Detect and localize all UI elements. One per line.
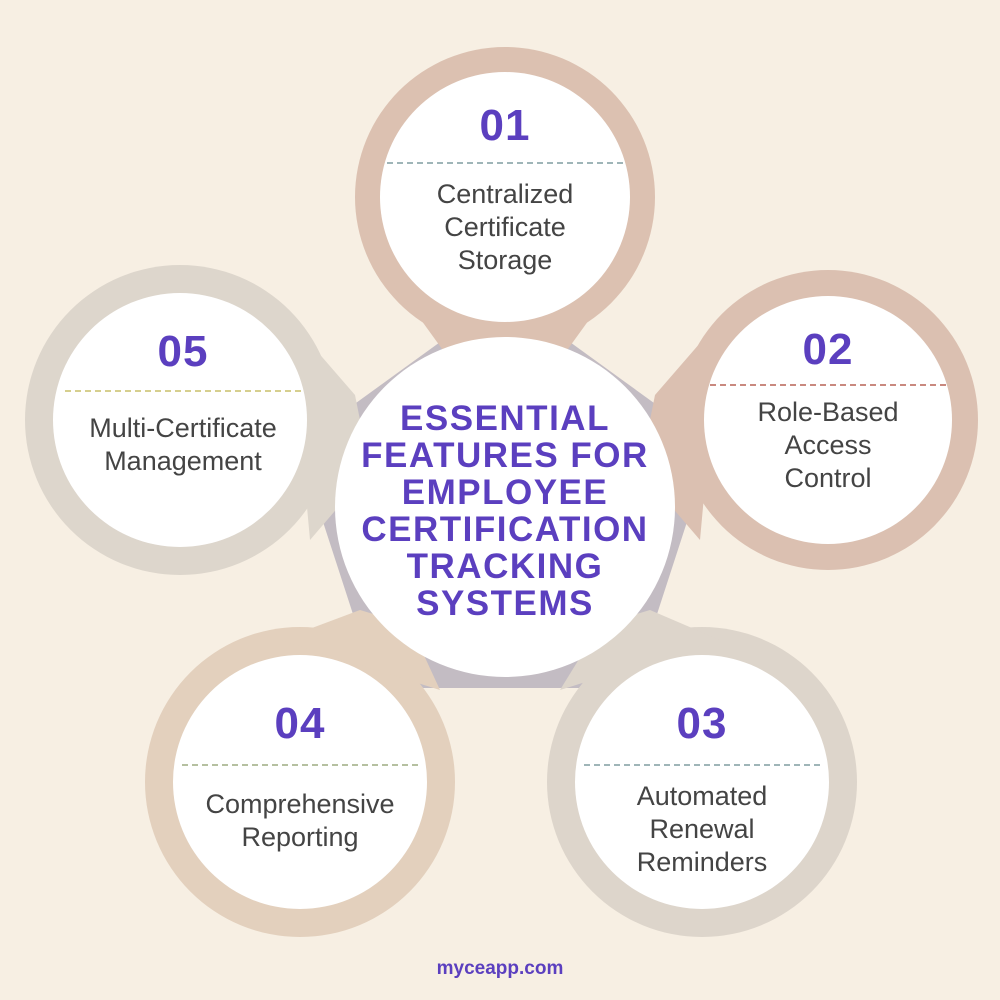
feature-05: 05 Multi-Certificate Management [58,330,308,478]
center-disc [335,337,675,677]
feature-number: 01 [479,101,531,150]
feature-label: Comprehensive Reporting [205,788,394,854]
dashed-separator [182,764,418,766]
petal-disc-05 [53,293,307,547]
title-line: SYSTEMS [416,584,594,623]
label-line: Automated [636,781,768,811]
footer-website-link[interactable]: myceapp.com [436,958,564,979]
title-line: FEATURES FOR [361,436,649,475]
label-line: Control [784,463,872,493]
label-line: Management [104,446,262,476]
dashed-separator [65,390,301,392]
feature-01: 01 Centralized Certificate Storage [385,104,625,277]
feature-label: Centralized Certificate Storage [437,178,574,277]
feature-02: 02 Role-Based Access Control [708,328,948,495]
feature-label: Role-Based Access Control [757,396,898,495]
label-line: Centralized [436,179,574,209]
label-line: Renewal [649,814,755,844]
label-line: Role-Based [757,397,899,427]
label-line: Access [784,430,872,460]
label-line: Comprehensive [205,789,395,819]
petal-disc-04 [173,655,427,909]
feature-label: Multi-Certificate Management [89,412,277,478]
title-line: EMPLOYEE [401,473,609,512]
petal-disc-02 [704,296,952,544]
title-line: ESSENTIAL [400,399,610,438]
feature-number: 05 [157,327,209,376]
feature-label: Automated Renewal Reminders [637,780,768,879]
label-line: Reminders [636,847,768,877]
label-line: Storage [457,245,553,275]
dashed-separator [710,384,946,386]
feature-number: 02 [802,325,854,374]
label-line: Certificate [444,212,566,242]
petal-disc-01 [380,72,630,322]
feature-03: 03 Automated Renewal Reminders [582,702,822,879]
feature-number: 04 [274,699,326,748]
feature-number: 03 [676,699,728,748]
center-title: ESSENTIAL FEATURES FOR EMPLOYEE CERTIFIC… [335,400,675,622]
title-line: CERTIFICATION [361,510,649,549]
label-line: Multi-Certificate [89,413,277,443]
dashed-separator [584,764,820,766]
petal-disc-03 [575,655,829,909]
feature-04: 04 Comprehensive Reporting [180,702,420,854]
title-line: TRACKING [406,547,604,586]
dashed-separator [387,162,623,164]
label-line: Reporting [241,822,359,852]
